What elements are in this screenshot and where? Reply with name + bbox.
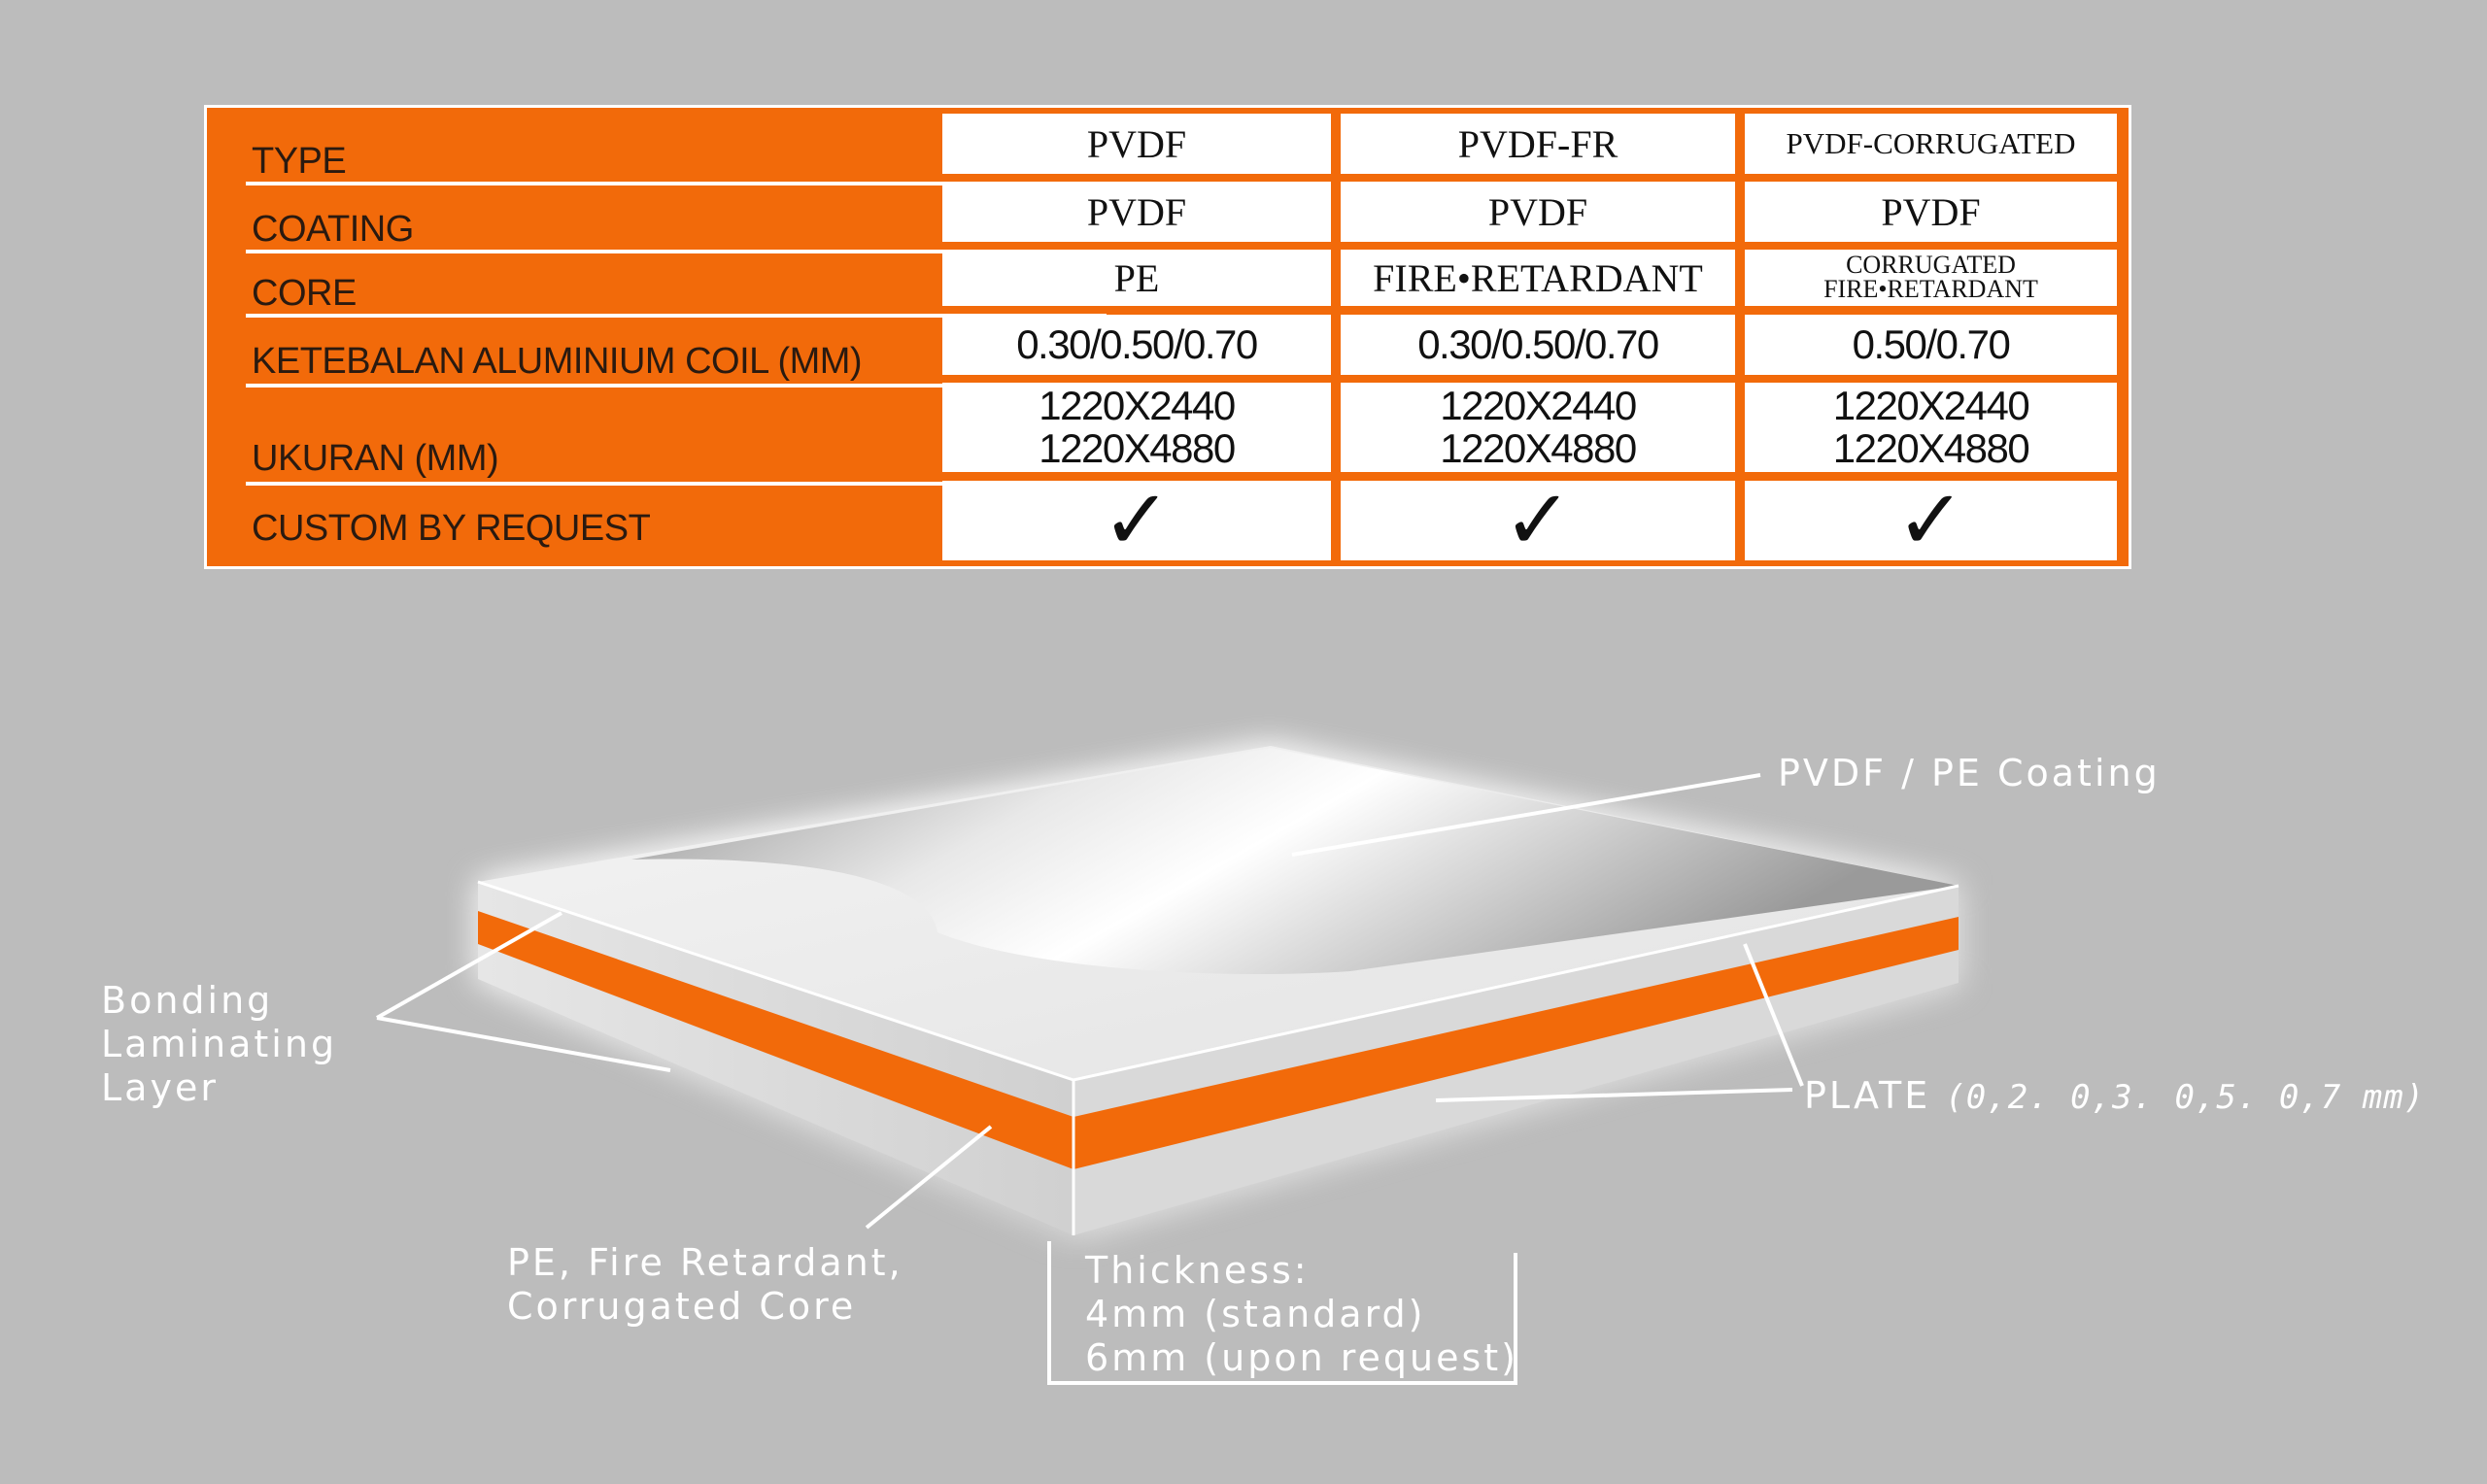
thickness-label-line2: 4mm (standard) [1085,1293,1426,1335]
cell-text: PVDF-FR [1457,121,1618,166]
cell-coating-2: PVDF [1341,182,1735,242]
cell-core-corrugated: CORRUGATED FIRE•RETARDANT [1745,250,2117,306]
leader-coating [1291,773,1761,857]
cell-text-line2: 1220X4880 [1039,425,1236,471]
checkmark-icon: ✓ [1101,472,1173,569]
leader-bonding-lower [376,1016,671,1072]
cell-text: 0.50/0.70 [1852,320,2011,367]
cell-size-1: 1220X2440 1220X4880 [942,383,1331,472]
cell-custom-3: ✓ [1745,472,2117,569]
row-label-thickness: KETEBALAN ALUMINIUM COIL (MM) [246,337,1107,388]
bonding-label-line2: Laminating [101,1023,338,1065]
row-label-core: CORE [246,267,1107,318]
cell-thickness-2: 0.30/0.50/0.70 [1341,315,1735,375]
row-label-custom: CUSTOM BY REQUEST [252,508,651,549]
plate-label-title: PLATE [1804,1074,1931,1117]
bonding-label-line1: Bonding [101,979,274,1022]
core-label-line2: Corrugated Core [507,1285,857,1328]
thickness-label-line1: Thickness: [1085,1249,1310,1292]
cell-text: PVDF [1487,189,1588,234]
bonding-label: Bonding Laminating Layer [101,979,337,1110]
cell-text: 0.30/0.50/0.70 [1016,320,1258,367]
cell-text: FIRE•RETARDANT [1373,255,1703,300]
row-label-size: UKURAN (MM) [246,432,1107,486]
core-layer-right [1073,917,1959,1169]
cell-text: PVDF [1881,189,1981,234]
cell-coating-3: PVDF [1745,182,2117,242]
spec-table: TYPE COATING CORE KETEBALAN ALUMINIUM CO… [204,105,2131,569]
cell-size-3: 1220X2440 1220X4880 [1745,383,2117,472]
checkmark-icon: ✓ [1502,472,1574,569]
plate-label: PLATE (0,2. 0,3. 0,5. 0,7 mm) [1804,1074,2425,1120]
cell-text-line1: CORRUGATED [1846,251,2016,280]
leader-plate-upper [1743,943,1804,1087]
cell-text-line1: 1220X2440 [1039,382,1236,428]
core-label: PE, Fire Retardant, Corrugated Core [507,1241,903,1329]
cell-text: PVDF [1086,189,1187,234]
plate-label-values: (0,2. 0,3. 0,5. 0,7 mm) [1945,1078,2426,1117]
cell-text: PVDF [1086,121,1187,166]
cell-thickness-1: 0.30/0.50/0.70 [942,315,1331,375]
leader-plate-lower [1435,1088,1793,1102]
cell-text: PE [1113,255,1160,300]
cell-thickness-3: 0.50/0.70 [1745,315,2117,375]
cell-text-line1: 1220X2440 [1440,382,1637,428]
coating-label: PVDF / PE Coating [1778,752,2161,794]
cell-text: PVDF-CORRUGATED [1786,126,2076,160]
cell-core-pe: PE [942,250,1331,306]
thickness-label: Thickness: 4mm (standard) 6mm (upon requ… [1085,1249,1518,1380]
checkmark-icon: ✓ [1895,472,1966,569]
thickness-label-line3: 6mm (upon request) [1085,1336,1519,1379]
cell-type-pvdf-corrugated: PVDF-CORRUGATED [1745,114,2117,174]
cell-custom-2: ✓ [1341,472,1735,569]
cell-text: 0.30/0.50/0.70 [1417,320,1659,367]
coating-peel [631,748,1959,975]
cell-text-line1: 1220X2440 [1832,382,2030,428]
cell-size-2: 1220X2440 1220X4880 [1341,383,1735,472]
row-label-type: TYPE [246,137,1107,186]
leader-lines [376,773,1804,1385]
bonding-label-line3: Layer [101,1066,219,1109]
cell-core-fire-retardant: FIRE•RETARDANT [1341,250,1735,306]
core-layer-left [478,911,1073,1169]
leader-core [865,1125,993,1230]
core-label-line1: PE, Fire Retardant, [507,1241,903,1284]
cell-custom-1: ✓ [942,472,1331,569]
cell-type-pvdf-fr: PVDF-FR [1341,114,1735,174]
cell-text-line2: 1220X4880 [1440,425,1637,471]
leader-bonding-upper [376,911,562,1020]
thickness-bracket [1047,1241,1517,1385]
cell-text-line2: 1220X4880 [1832,425,2030,471]
cell-text-line2: FIRE•RETARDANT [1823,275,2038,303]
cell-type-pvdf: PVDF [942,114,1331,174]
cell-coating-1: PVDF [942,182,1331,242]
row-label-coating: COATING [246,203,1107,253]
